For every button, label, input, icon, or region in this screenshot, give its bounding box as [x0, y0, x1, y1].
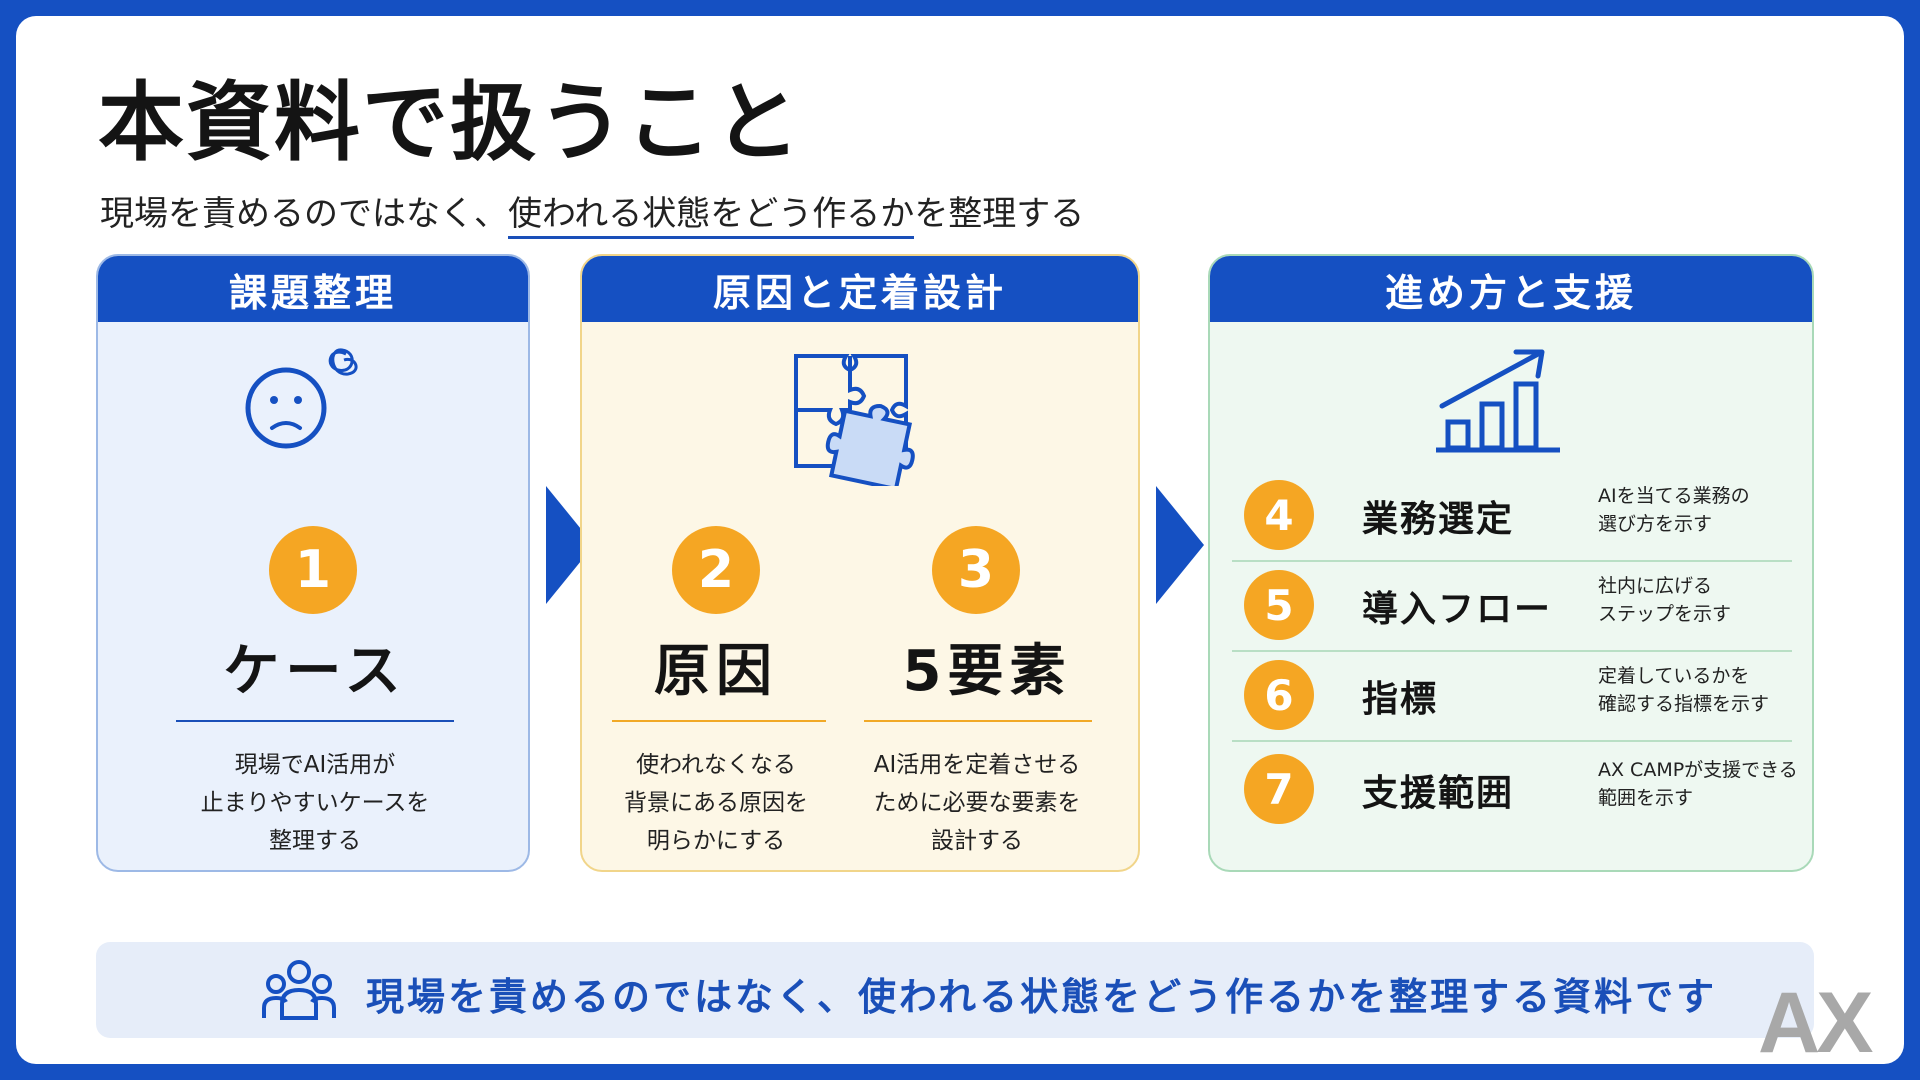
- step-row-introduction-flow: 5 導入フロー 社内に広げる ステップを示す: [1232, 560, 1792, 648]
- item-label-cause: 原因: [654, 639, 778, 704]
- step-desc: AIを当てる業務の 選び方を示す: [1598, 485, 1750, 535]
- row-separator: [1232, 650, 1792, 652]
- page-title: 本資料で扱うこと: [98, 73, 802, 173]
- item-divider: [176, 720, 454, 722]
- confused-face-icon: [245, 348, 358, 449]
- item-desc-five-elements: AI活用を定着させる ために必要な要素を 設計する: [873, 752, 1081, 854]
- step-desc: AX CAMPが支援できる 範囲を示す: [1598, 759, 1798, 809]
- step-desc: 社内に広げる ステップを示す: [1598, 575, 1732, 625]
- number-badge-5: 5: [1244, 570, 1314, 640]
- puzzle-icon: [794, 354, 915, 486]
- item-divider: [612, 720, 826, 722]
- item-label-five-elements: 5要素: [902, 639, 1072, 704]
- item-divider: [864, 720, 1092, 722]
- number-badge-4: 4: [1244, 480, 1314, 550]
- panel-heading: 進め方と支援: [1210, 256, 1812, 322]
- subtitle: 現場を責めるのではなく、使われる状態をどう作るかを整理する: [100, 194, 1085, 239]
- growth-chart-icon: [1436, 349, 1560, 453]
- step-row-indicators: 6 指標 定着しているかを 確認する指標を示す: [1232, 650, 1792, 738]
- step-title: 導入フロー: [1362, 589, 1553, 630]
- step-row-business-selection: 4 業務選定 AIを当てる業務の 選び方を示す: [1232, 470, 1792, 558]
- item-label-case: ケース: [223, 639, 407, 704]
- subtitle-highlight: 使われる状態をどう作るか: [508, 194, 915, 239]
- item-desc-case: 現場でAI活用が 止まりやすいケースを 整理する: [200, 752, 430, 854]
- people-group-icon: [262, 960, 336, 1020]
- item-desc-cause: 使われなくなる 背景にある原因を 明らかにする: [624, 752, 808, 854]
- number-badge-6: 6: [1244, 660, 1314, 730]
- number-badge-2: 2: [672, 526, 760, 614]
- slide: 本資料で扱うこと 現場を責めるのではなく、使われる状態をどう作るかを整理する 課…: [16, 16, 1904, 1064]
- panel-approach-and-support: 進め方と支援 4 業務選定 AIを当てる業務の 選び方を示す 5 導入フロー 社…: [1208, 254, 1814, 872]
- arrow-right-icon: [1156, 486, 1204, 604]
- subtitle-pre: 現場を責めるのではなく、: [100, 194, 508, 234]
- arrow-right-icon: [546, 486, 594, 604]
- number-badge-3: 3: [932, 526, 1020, 614]
- step-title: 業務選定: [1362, 499, 1515, 540]
- panel-heading: 原因と定着設計: [582, 256, 1138, 322]
- banner-text: 現場を責めるのではなく、使われる状態をどう作るかを整理する資料です: [366, 975, 1718, 1019]
- step-title: 指標: [1362, 679, 1439, 720]
- step-row-support-scope: 7 支援範囲 AX CAMPが支援できる 範囲を示す: [1232, 744, 1798, 832]
- step-title: 支援範囲: [1362, 773, 1515, 814]
- row-separator: [1232, 740, 1792, 742]
- subtitle-post: を整理する: [914, 194, 1085, 234]
- panel-heading: 課題整理: [98, 256, 528, 322]
- summary-banner: 現場を責めるのではなく、使われる状態をどう作るかを整理する資料です: [96, 942, 1814, 1038]
- panel-issue-organization: 課題整理 1 ケース 現場でAI活用が 止まりやすいケースを 整理する: [96, 254, 530, 872]
- panel-cause-and-design: 原因と定着設計 2 3 原因 5要素 使われなくなる 背景にある原因を 明らかに…: [580, 254, 1140, 872]
- row-separator: [1232, 560, 1792, 562]
- number-badge-7: 7: [1244, 754, 1314, 824]
- step-desc: 定着しているかを 確認する指標を示す: [1598, 665, 1770, 715]
- ax-logo: AX: [1758, 975, 1873, 1064]
- number-badge-1: 1: [269, 526, 357, 614]
